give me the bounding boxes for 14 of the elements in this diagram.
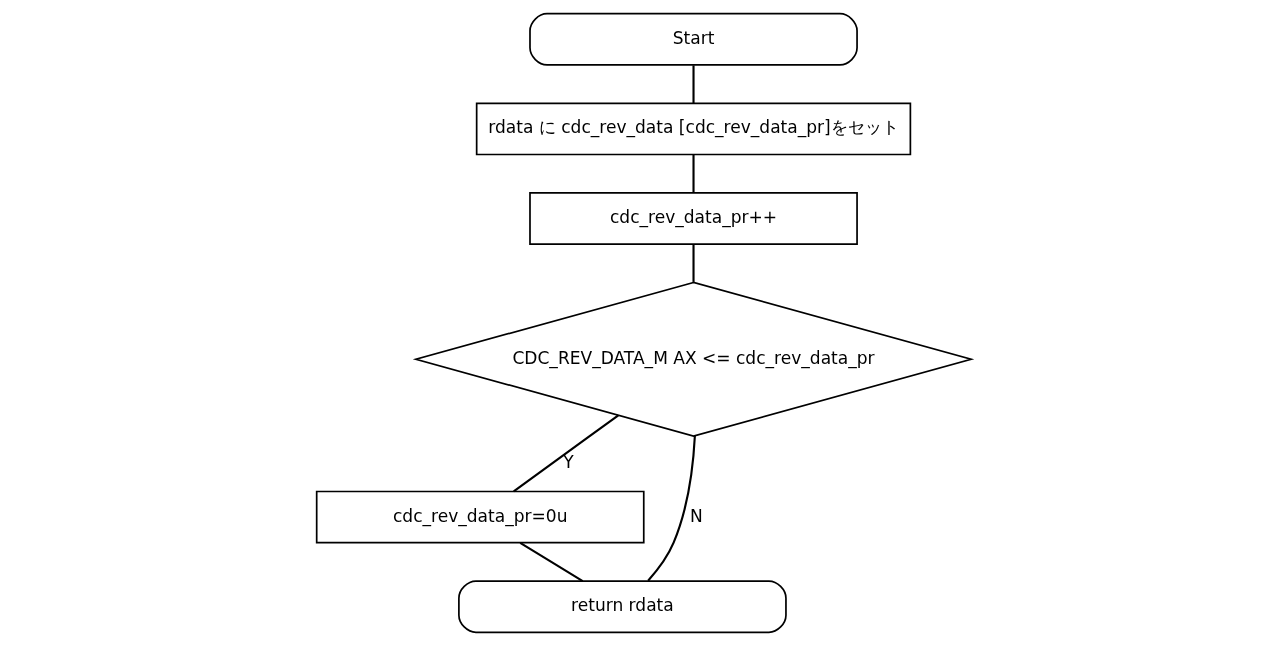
connector xyxy=(519,542,583,582)
node-box: Start xyxy=(528,12,858,66)
edge-label: Y xyxy=(562,452,574,473)
connector xyxy=(691,244,695,282)
connector xyxy=(512,414,619,493)
connector xyxy=(691,65,695,104)
node-box: rdata に cdc_rev_data [cdc_rev_data_pr]をセット xyxy=(475,102,911,156)
node-box: cdc_rev_data_pr++ xyxy=(528,192,858,245)
node-box: return rdata xyxy=(457,580,787,634)
connector xyxy=(646,435,696,582)
node-diamond: CDC_REV_DATA_M AX <= cdc_rev_data_pr xyxy=(412,281,974,437)
edge-label: N xyxy=(689,505,703,526)
node-box: cdc_rev_data_pr=0u xyxy=(315,490,645,544)
connector xyxy=(691,154,695,193)
